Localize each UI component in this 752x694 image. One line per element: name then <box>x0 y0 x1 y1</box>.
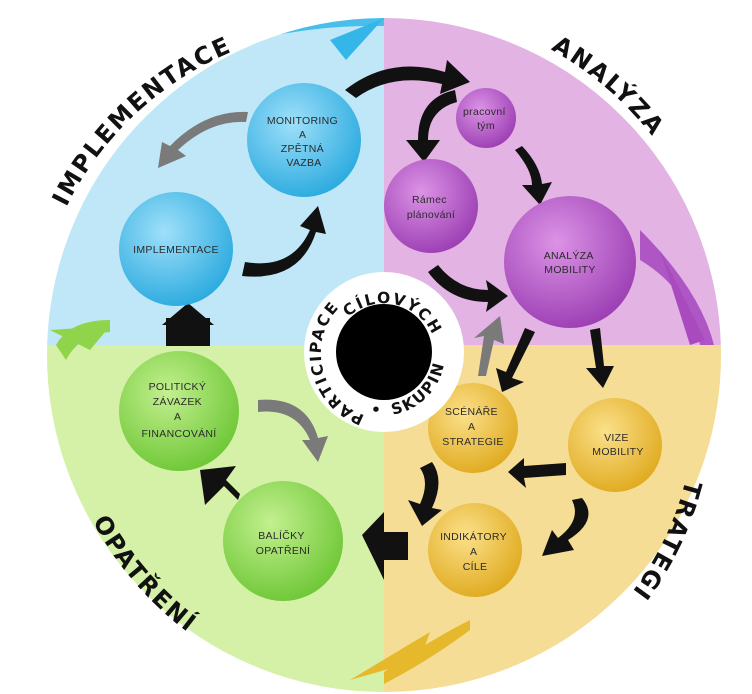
node-ramec-label: Rámec plánování <box>407 194 455 221</box>
node-vize-circle <box>568 398 662 492</box>
disc-outline <box>45 16 723 694</box>
node-analyza-mobility-circle <box>504 196 636 328</box>
node-pracovni-tym-circle <box>456 88 516 148</box>
node-politicky-circle <box>119 351 239 471</box>
node-scenare: SCÉNÁŘE A STRATEGIE <box>428 383 518 473</box>
node-pracovni-tym: pracovní tým <box>456 88 516 148</box>
node-analyza-mobility: ANALÝZA MOBILITY <box>504 196 636 328</box>
node-monitoring-circle <box>247 83 361 197</box>
arrow-vize-to-scenare <box>508 458 566 488</box>
node-implementace: IMPLEMENTACE <box>119 192 233 306</box>
node-pracovni-tym-label: pracovní tým <box>463 106 509 132</box>
center-separator: • <box>371 401 383 419</box>
node-politicky-label: POLITICKÝ ZÁVAZEK A FINANCOVÁNÍ <box>141 380 216 440</box>
ring-arrow-blue <box>196 17 384 52</box>
node-scenare-label: SCÉNÁŘE A STRATEGIE <box>442 405 503 448</box>
ring-arrow-purple-head <box>660 250 705 345</box>
arrow-ramec-to-analyza <box>428 265 508 312</box>
arrow-analyza-to-vize <box>586 328 614 388</box>
node-ramec: Rámec plánování <box>384 159 478 253</box>
center-disc <box>336 304 432 400</box>
arrow-monitoring-to-team <box>345 60 470 98</box>
node-indikatory-label: INDIKÁTORY A CÍLE <box>440 530 510 573</box>
node-implementace-circle <box>119 192 233 306</box>
node-analyza-mobility-label: ANALÝZA MOBILITY <box>544 249 597 276</box>
arrow-strategie-to-opatreni <box>362 512 408 580</box>
arrow-team-to-analyza <box>515 146 552 205</box>
node-vize-label: VIZE MOBILITY <box>592 432 643 458</box>
node-scenare-circle <box>428 383 518 473</box>
node-vize: VIZE MOBILITY <box>568 398 662 492</box>
arrow-monitoring-feedback <box>158 111 248 168</box>
node-balicky-label: BALÍČKY OPATŘENÍ <box>256 529 311 557</box>
node-politicky: POLITICKÝ ZÁVAZEK A FINANCOVÁNÍ <box>119 351 239 471</box>
node-indikatory-circle <box>428 503 522 597</box>
node-balicky: BALÍČKY OPATŘENÍ <box>223 481 343 601</box>
ring-arrow-yellow-head <box>350 632 430 680</box>
arrow-implementace-to-monitoring <box>242 206 326 277</box>
arrow-analyza-to-scenare <box>496 328 535 392</box>
ring-arrow-blue-head <box>330 18 384 60</box>
node-monitoring: MONITORING A ZPĚTNÁ VAZBA <box>247 83 361 197</box>
arrow-scenare-to-indikatory <box>408 462 442 526</box>
node-monitoring-label: MONITORING A ZPĚTNÁ VAZBA <box>267 115 341 169</box>
arrow-vize-to-indikatory <box>542 498 589 556</box>
flow-arrows <box>162 60 614 580</box>
ring-arrow-yellow <box>384 620 470 684</box>
arrow-balicky-to-politicky <box>200 466 240 505</box>
arrow-politicky-feedback <box>258 399 328 462</box>
node-implementace-label: IMPLEMENTACE <box>133 244 219 256</box>
arrow-opatreni-to-implementace <box>162 303 214 346</box>
ring-arrow-green-head <box>50 326 110 350</box>
node-indikatory: INDIKÁTORY A CÍLE <box>428 503 522 597</box>
node-balicky-circle <box>223 481 343 601</box>
center-hub: CÍLOVÝCH PARTICIPACE SKUPIN • <box>304 272 464 432</box>
feedback-arrows <box>158 111 504 462</box>
arrow-scenare-feedback <box>474 316 504 376</box>
node-ramec-circle <box>384 159 478 253</box>
arrow-team-to-ramec <box>406 90 457 162</box>
